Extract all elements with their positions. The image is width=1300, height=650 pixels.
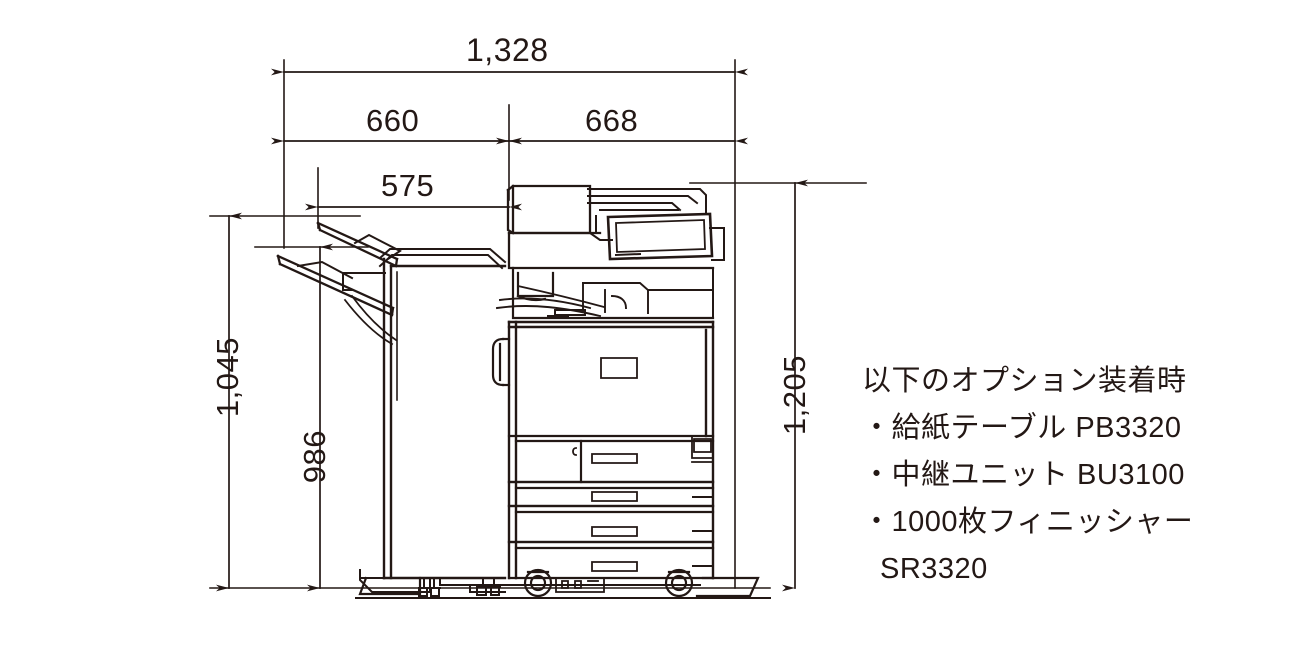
note-item-2-continuation: SR3320 (880, 553, 988, 585)
control-panel (606, 212, 714, 261)
drawer-3-handle (591, 526, 638, 537)
control-panel-side-block (709, 227, 725, 261)
output-tray-right-panel (647, 289, 714, 319)
drawer-1-indicator (691, 435, 714, 463)
dim-label-machine-height: 1,205 (777, 355, 812, 436)
dim-label-left-section: 660 (366, 103, 420, 138)
drawer-4-handle (591, 561, 638, 572)
leveling-foot-a (418, 577, 441, 597)
document-feeder (506, 184, 592, 235)
drawer-2-handle (591, 491, 638, 502)
document-feeder-hinge (589, 211, 613, 241)
finisher-plinth-foot (358, 576, 422, 596)
caster-front (523, 568, 553, 598)
extension-lines (209, 59, 867, 589)
finisher-throat (342, 272, 386, 291)
dim-label-finisher-tray-height: 986 (297, 430, 332, 484)
options-note-block: 以下のオプション装着時 ・給紙テーブル PB3320 ・中継ユニット BU310… (862, 358, 1282, 593)
finisher-top-shelf (378, 248, 507, 270)
printer-body-right-edge (704, 320, 715, 580)
drawer-1-latch (572, 447, 577, 456)
dim-label-finisher-tray-width: 575 (381, 168, 435, 203)
dim-label-right-section: 668 (585, 103, 639, 138)
note-item-0: ・給紙テーブル PB3320 (862, 412, 1182, 444)
finisher-unit (276, 221, 507, 593)
printer-plinth-foot (695, 576, 760, 598)
base-assembly (355, 568, 771, 599)
control-panel-indicator (614, 252, 642, 257)
caster-rear (664, 568, 694, 598)
internal-output-tray (511, 266, 715, 320)
finisher-inner-guides (343, 294, 398, 346)
dim-label-finisher-height: 1,045 (210, 337, 245, 418)
finisher-lower-tray (276, 254, 395, 317)
side-cover-latch (491, 337, 511, 387)
document-feeder-tray (587, 188, 707, 213)
dim-label-overall-width: 1,328 (466, 32, 549, 68)
printer-main-unit (491, 184, 725, 580)
control-panel-screen (615, 219, 706, 253)
base-connector-block (555, 577, 605, 593)
scanner-band (507, 231, 715, 270)
base-rail (439, 577, 701, 593)
note-item-2: ・1000枚フィニッシャー (862, 506, 1194, 538)
printer-front-cover (507, 320, 715, 580)
finisher-body (382, 257, 507, 580)
front-cover-label (600, 357, 638, 379)
drawer-1 (507, 434, 715, 484)
drawer-1-handle (591, 453, 638, 464)
output-tray-ramps (495, 282, 649, 318)
output-tray-stoppers (547, 309, 586, 317)
note-item-1: ・中継ユニット BU3100 (862, 459, 1185, 491)
note-heading: 以下のオプション装着時 (862, 365, 1187, 397)
drawer-2 (507, 480, 715, 508)
